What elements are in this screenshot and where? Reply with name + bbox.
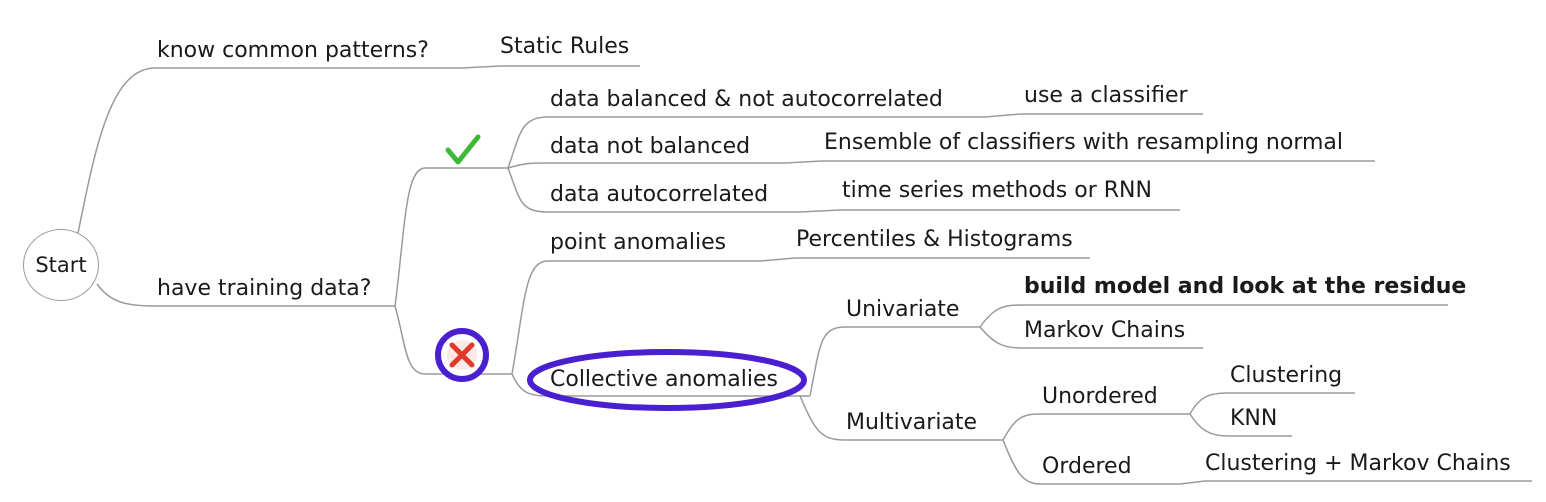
connector-percentiles: [759, 257, 1090, 262]
connector-multi-unordered: [1002, 413, 1190, 441]
connector-ensemble: [784, 160, 1375, 164]
node-markov-chains[interactable]: Markov Chains: [1024, 318, 1186, 343]
node-know-common-patterns[interactable]: know common patterns?: [157, 38, 429, 63]
node-data-autocorrelated[interactable]: data autocorrelated: [550, 182, 769, 207]
node-data-not-balanced[interactable]: data not balanced: [550, 134, 751, 159]
connector-build-model: [979, 304, 1448, 328]
node-build-model[interactable]: build model and look at the residue: [1024, 274, 1467, 299]
connector-start-training: [96, 283, 395, 307]
node-unordered[interactable]: Unordered: [1042, 384, 1158, 409]
node-start-label: Start: [35, 253, 87, 277]
connector-training-yes: [394, 167, 508, 307]
node-percentiles[interactable]: Percentiles & Histograms: [796, 227, 1073, 252]
connector-static-rules: [461, 65, 640, 69]
node-use-classifier[interactable]: use a classifier: [1024, 83, 1188, 108]
check-icon: [445, 134, 481, 165]
node-clustering-markov[interactable]: Clustering + Markov Chains: [1205, 451, 1511, 476]
node-data-balanced[interactable]: data balanced & not autocorrelated: [550, 87, 943, 112]
connector-yes-balanced: [507, 116, 985, 169]
connector-knn: [1189, 413, 1292, 437]
node-multivariate[interactable]: Multivariate: [846, 410, 978, 435]
connector-use-classifier: [984, 113, 1203, 118]
node-collective-anomalies[interactable]: Collective anomalies: [550, 367, 778, 392]
connector-no-point: [511, 260, 760, 375]
node-have-training-data[interactable]: have training data?: [157, 276, 372, 301]
node-start[interactable]: Start: [23, 229, 99, 301]
connector-markov: [979, 326, 1203, 349]
node-clustering[interactable]: Clustering: [1230, 363, 1343, 388]
node-point-anomalies[interactable]: point anomalies: [550, 230, 727, 255]
node-ordered[interactable]: Ordered: [1042, 454, 1132, 479]
connector-clustering: [1189, 392, 1355, 415]
connector-training-no: [394, 305, 512, 375]
node-knn[interactable]: KNN: [1230, 406, 1278, 431]
node-ensemble[interactable]: Ensemble of classifiers with resampling …: [824, 130, 1344, 155]
connector-collective-multivariate: [799, 395, 1003, 441]
connector-clustering-markov: [1179, 480, 1532, 485]
highlight-ellipse: [527, 349, 807, 411]
connector-multi-ordered: [1002, 439, 1180, 485]
node-time-series[interactable]: time series methods or RNN: [842, 178, 1152, 203]
connector-collective-univariate: [809, 326, 980, 397]
connector-start-patterns: [77, 67, 462, 234]
connector-yes-autocorrelated: [507, 167, 800, 213]
cross-icon: [435, 328, 489, 382]
node-univariate[interactable]: Univariate: [846, 297, 960, 322]
connector-yes-not-balanced: [507, 162, 785, 169]
node-static-rules[interactable]: Static Rules: [500, 34, 630, 59]
connector-time-series: [799, 209, 1180, 213]
